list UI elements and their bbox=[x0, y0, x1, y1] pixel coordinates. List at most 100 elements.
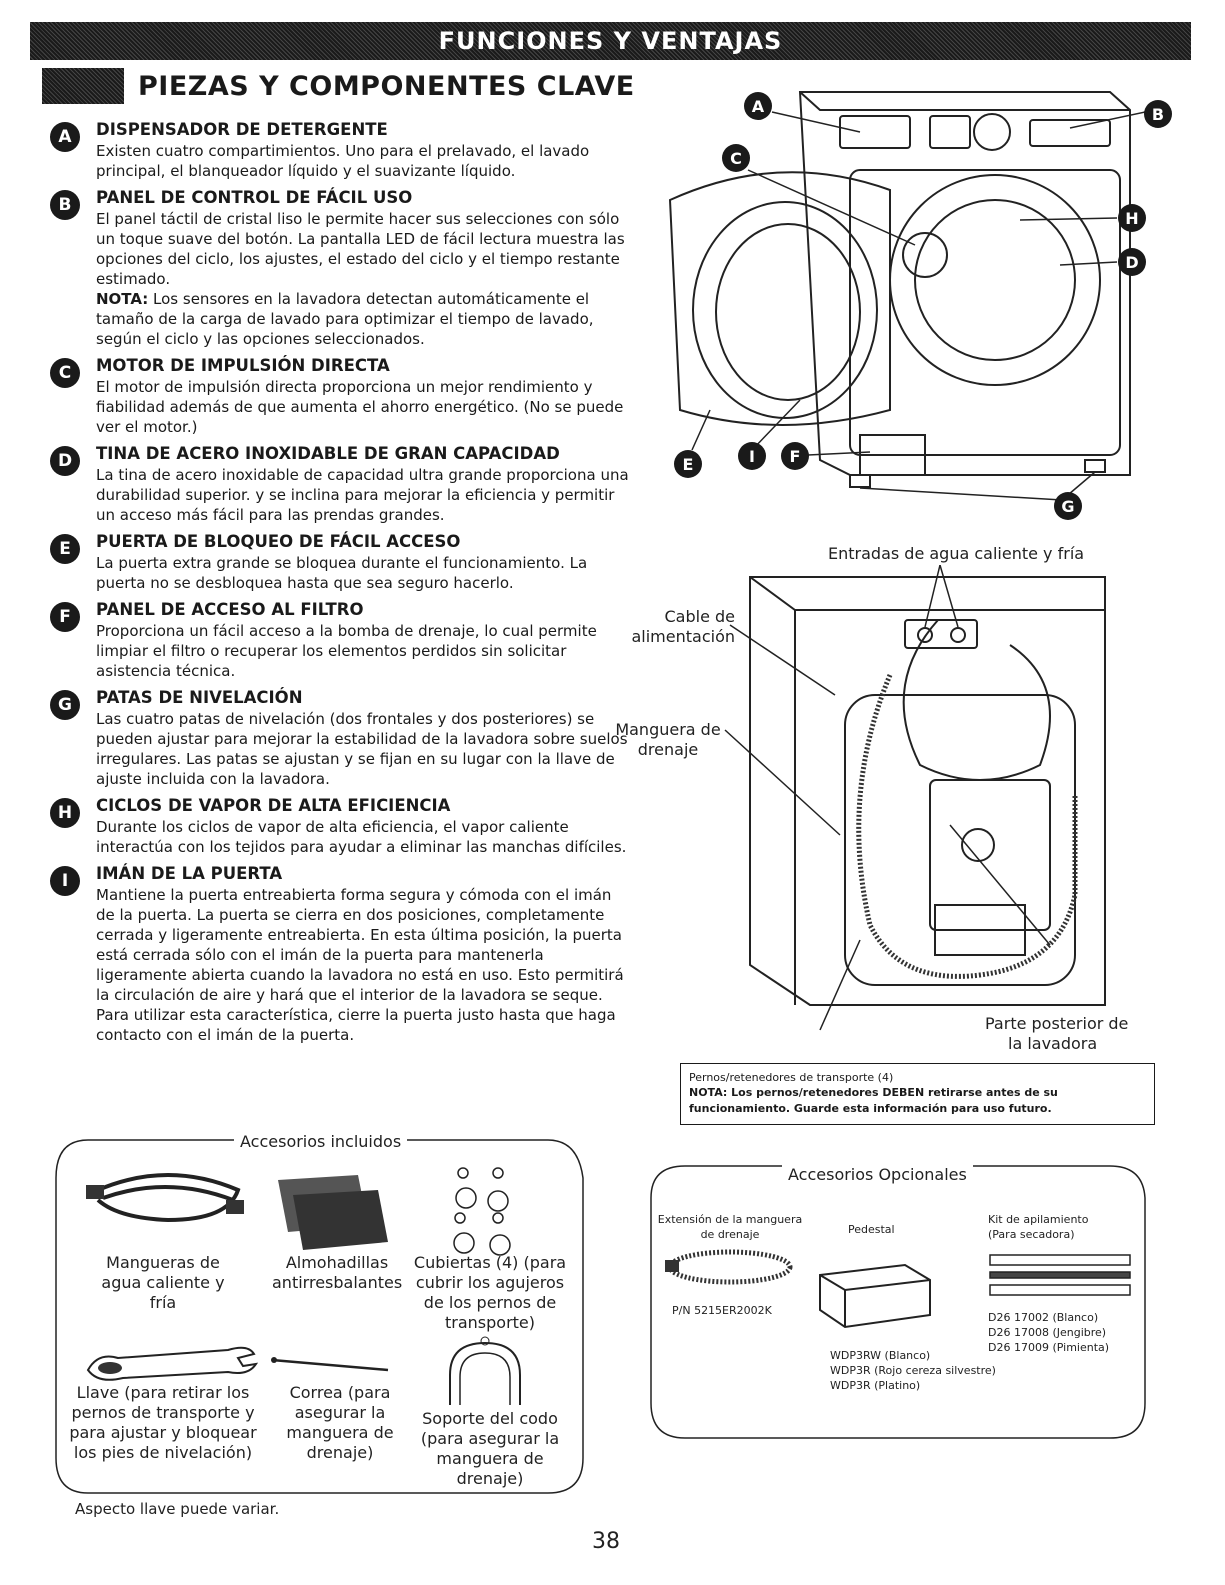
note-label: NOTA: bbox=[96, 290, 149, 308]
pedestal-label: Pedestal bbox=[848, 1223, 895, 1236]
pedestal-model: WDP3R (Platino) bbox=[830, 1379, 921, 1392]
component-note: NOTA: Los sensores en la lavadora detect… bbox=[96, 289, 630, 349]
component-text: La tina de acero inoxidable de capacidad… bbox=[96, 466, 629, 524]
rear-label-2: la lavadora bbox=[1008, 1034, 1098, 1053]
caps-caption: Cubiertas (4) (para cubrir los agujeros … bbox=[413, 1253, 567, 1332]
stacking-kit-image bbox=[989, 1254, 1131, 1296]
component-text: El motor de impulsión directa proporcion… bbox=[96, 378, 624, 436]
component-text: Existen cuatro compartimientos. Uno para… bbox=[96, 142, 590, 180]
washer-rear-diagram bbox=[724, 565, 1106, 1031]
component-title: IMÁN DE LA PUERTA bbox=[96, 864, 283, 883]
extension-label-line: de drenaje bbox=[700, 1228, 760, 1241]
rear-callout-lines bbox=[724, 565, 1051, 1031]
stacking-kit-parts: D26 17002 (Blanco) D26 17008 (Jengibre) … bbox=[988, 1310, 1109, 1355]
component-list: A DISPENSADOR DE DETERGENTE Existen cuat… bbox=[50, 120, 630, 1052]
callout-letter: A bbox=[752, 97, 765, 116]
component-item: E PUERTA DE BLOQUEO DE FÁCIL ACCESO La p… bbox=[50, 532, 630, 593]
included-title: Accesorios incluidos bbox=[234, 1132, 408, 1151]
drain-hose bbox=[856, 674, 1078, 979]
callout-letter: B bbox=[1152, 105, 1164, 124]
extension-label: Extensión de la manguera de drenaje bbox=[655, 1212, 805, 1242]
letter-badge: G bbox=[50, 690, 80, 720]
heading-bar bbox=[42, 68, 124, 104]
component-text: El panel táctil de cristal liso le permi… bbox=[96, 210, 625, 288]
component-text: Las cuatro patas de nivelación (dos fron… bbox=[96, 710, 628, 788]
wrench-caption: Llave (para retirar los pernos de transp… bbox=[69, 1383, 257, 1462]
component-title: PATAS DE NIVELACIÓN bbox=[96, 688, 303, 707]
component-title: DISPENSADOR DE DETERGENTE bbox=[96, 120, 388, 139]
stacking-kit-label-line: Kit de apilamiento bbox=[988, 1213, 1089, 1226]
component-item: B PANEL DE CONTROL DE FÁCIL USO El panel… bbox=[50, 188, 630, 349]
header-banner: FUNCIONES Y VENTAJAS bbox=[30, 22, 1191, 60]
letter-badge: C bbox=[50, 358, 80, 388]
component-item: G PATAS DE NIVELACIÓN Las cuatro patas d… bbox=[50, 688, 630, 789]
component-title: PUERTA DE BLOQUEO DE FÁCIL ACCESO bbox=[96, 532, 461, 551]
component-item: A DISPENSADOR DE DETERGENTE Existen cuat… bbox=[50, 120, 630, 181]
pedestal-model: WDP3RW (Blanco) bbox=[830, 1349, 931, 1362]
stacking-kit-label-line: (Para secadora) bbox=[988, 1228, 1075, 1241]
callout-letter: I bbox=[749, 447, 755, 466]
page-number: 38 bbox=[592, 1529, 620, 1554]
component-item: F PANEL DE ACCESO AL FILTRO Proporciona … bbox=[50, 600, 630, 681]
component-item: I IMÁN DE LA PUERTA Mantiene la puerta e… bbox=[50, 864, 630, 1045]
component-text: La puerta extra grande se bloquea durant… bbox=[96, 554, 588, 592]
extension-hose-image bbox=[665, 1249, 793, 1285]
letter-badge: A bbox=[50, 122, 80, 152]
extension-label-line: Extensión de la manguera bbox=[657, 1213, 803, 1226]
letter-badge: F bbox=[50, 602, 80, 632]
pads-caption: Almohadillas antirresbalantes bbox=[272, 1253, 403, 1292]
letter-badge: B bbox=[50, 190, 80, 220]
callout-letter: C bbox=[730, 149, 742, 168]
strap-caption: Correa (para asegurar la manguera de dre… bbox=[286, 1383, 394, 1462]
washer-body bbox=[668, 91, 1131, 488]
stacking-kit-part: D26 17002 (Blanco) bbox=[988, 1311, 1099, 1324]
drain-hose-label: Manguera de drenaje bbox=[615, 720, 721, 759]
callout-letter: E bbox=[683, 455, 694, 474]
callout-lines bbox=[691, 111, 1146, 501]
component-title: TINA DE ACERO INOXIDABLE DE GRAN CAPACID… bbox=[96, 444, 560, 463]
elbow-image bbox=[449, 1336, 521, 1405]
extension-part-number: P/N 5215ER2002K bbox=[672, 1304, 772, 1317]
component-item: C MOTOR DE IMPULSIÓN DIRECTA El motor de… bbox=[50, 356, 630, 437]
hoses-image bbox=[86, 1173, 244, 1223]
stacking-kit-part: D26 17008 (Jengibre) bbox=[988, 1326, 1107, 1339]
component-item: D TINA DE ACERO INOXIDABLE DE GRAN CAPAC… bbox=[50, 444, 630, 525]
callout-letter: F bbox=[790, 447, 801, 466]
banner-title: FUNCIONES Y VENTAJAS bbox=[438, 27, 783, 55]
callout-letter: H bbox=[1125, 209, 1138, 228]
wrench-image bbox=[86, 1346, 258, 1381]
transport-bolts-label: Pernos/retenedores de transporte (4) bbox=[689, 1071, 894, 1084]
callout-badges: A B C H D E I F G bbox=[674, 92, 1172, 520]
rear-body bbox=[749, 576, 1106, 1006]
letter-badge: H bbox=[50, 798, 80, 828]
component-item: H CICLOS DE VAPOR DE ALTA EFICIENCIA Dur… bbox=[50, 796, 630, 857]
note-text: Los sensores en la lavadora detectan aut… bbox=[96, 290, 594, 348]
inlets-label: Entradas de agua caliente y fría bbox=[828, 544, 1085, 563]
letter-badge: E bbox=[50, 534, 80, 564]
component-title: CICLOS DE VAPOR DE ALTA EFICIENCIA bbox=[96, 796, 451, 815]
component-text: Durante los ciclos de vapor de alta efic… bbox=[96, 818, 627, 856]
elbow-caption: Soporte del codo (para asegurar la mangu… bbox=[420, 1409, 560, 1488]
pads-image bbox=[278, 1175, 388, 1250]
pedestal-models: WDP3RW (Blanco) WDP3R (Rojo cereza silve… bbox=[830, 1348, 996, 1393]
component-title: MOTOR DE IMPULSIÓN DIRECTA bbox=[96, 356, 390, 375]
optional-title: Accesorios Opcionales bbox=[782, 1165, 973, 1184]
letter-badge: I bbox=[50, 866, 80, 896]
section-heading: PIEZAS Y COMPONENTES CLAVE bbox=[42, 68, 635, 104]
component-text: Proporciona un fácil acceso a la bomba d… bbox=[96, 622, 597, 680]
transport-note-line: funcionamiento. Guarde esta información … bbox=[689, 1102, 1052, 1115]
section-title: PIEZAS Y COMPONENTES CLAVE bbox=[138, 70, 635, 102]
strap-image bbox=[271, 1357, 389, 1372]
letter-badge: D bbox=[50, 446, 80, 476]
caps-image bbox=[453, 1167, 511, 1256]
power-cord-label: Cable de alimentación bbox=[631, 607, 735, 646]
callout-letter: G bbox=[1061, 497, 1074, 516]
pedestal-image bbox=[819, 1263, 931, 1329]
washer-front-diagram: A B C H D E I F G bbox=[668, 91, 1172, 520]
hoses-caption: Mangueras de agua caliente y fría bbox=[101, 1253, 225, 1312]
stacking-kit-label: Kit de apilamiento (Para secadora) bbox=[988, 1212, 1088, 1242]
stacking-kit-part: D26 17009 (Pimienta) bbox=[988, 1341, 1110, 1354]
footnote: Aspecto llave puede variar. bbox=[75, 1500, 280, 1518]
component-title: PANEL DE CONTROL DE FÁCIL USO bbox=[96, 188, 413, 207]
component-title: PANEL DE ACCESO AL FILTRO bbox=[96, 600, 364, 619]
